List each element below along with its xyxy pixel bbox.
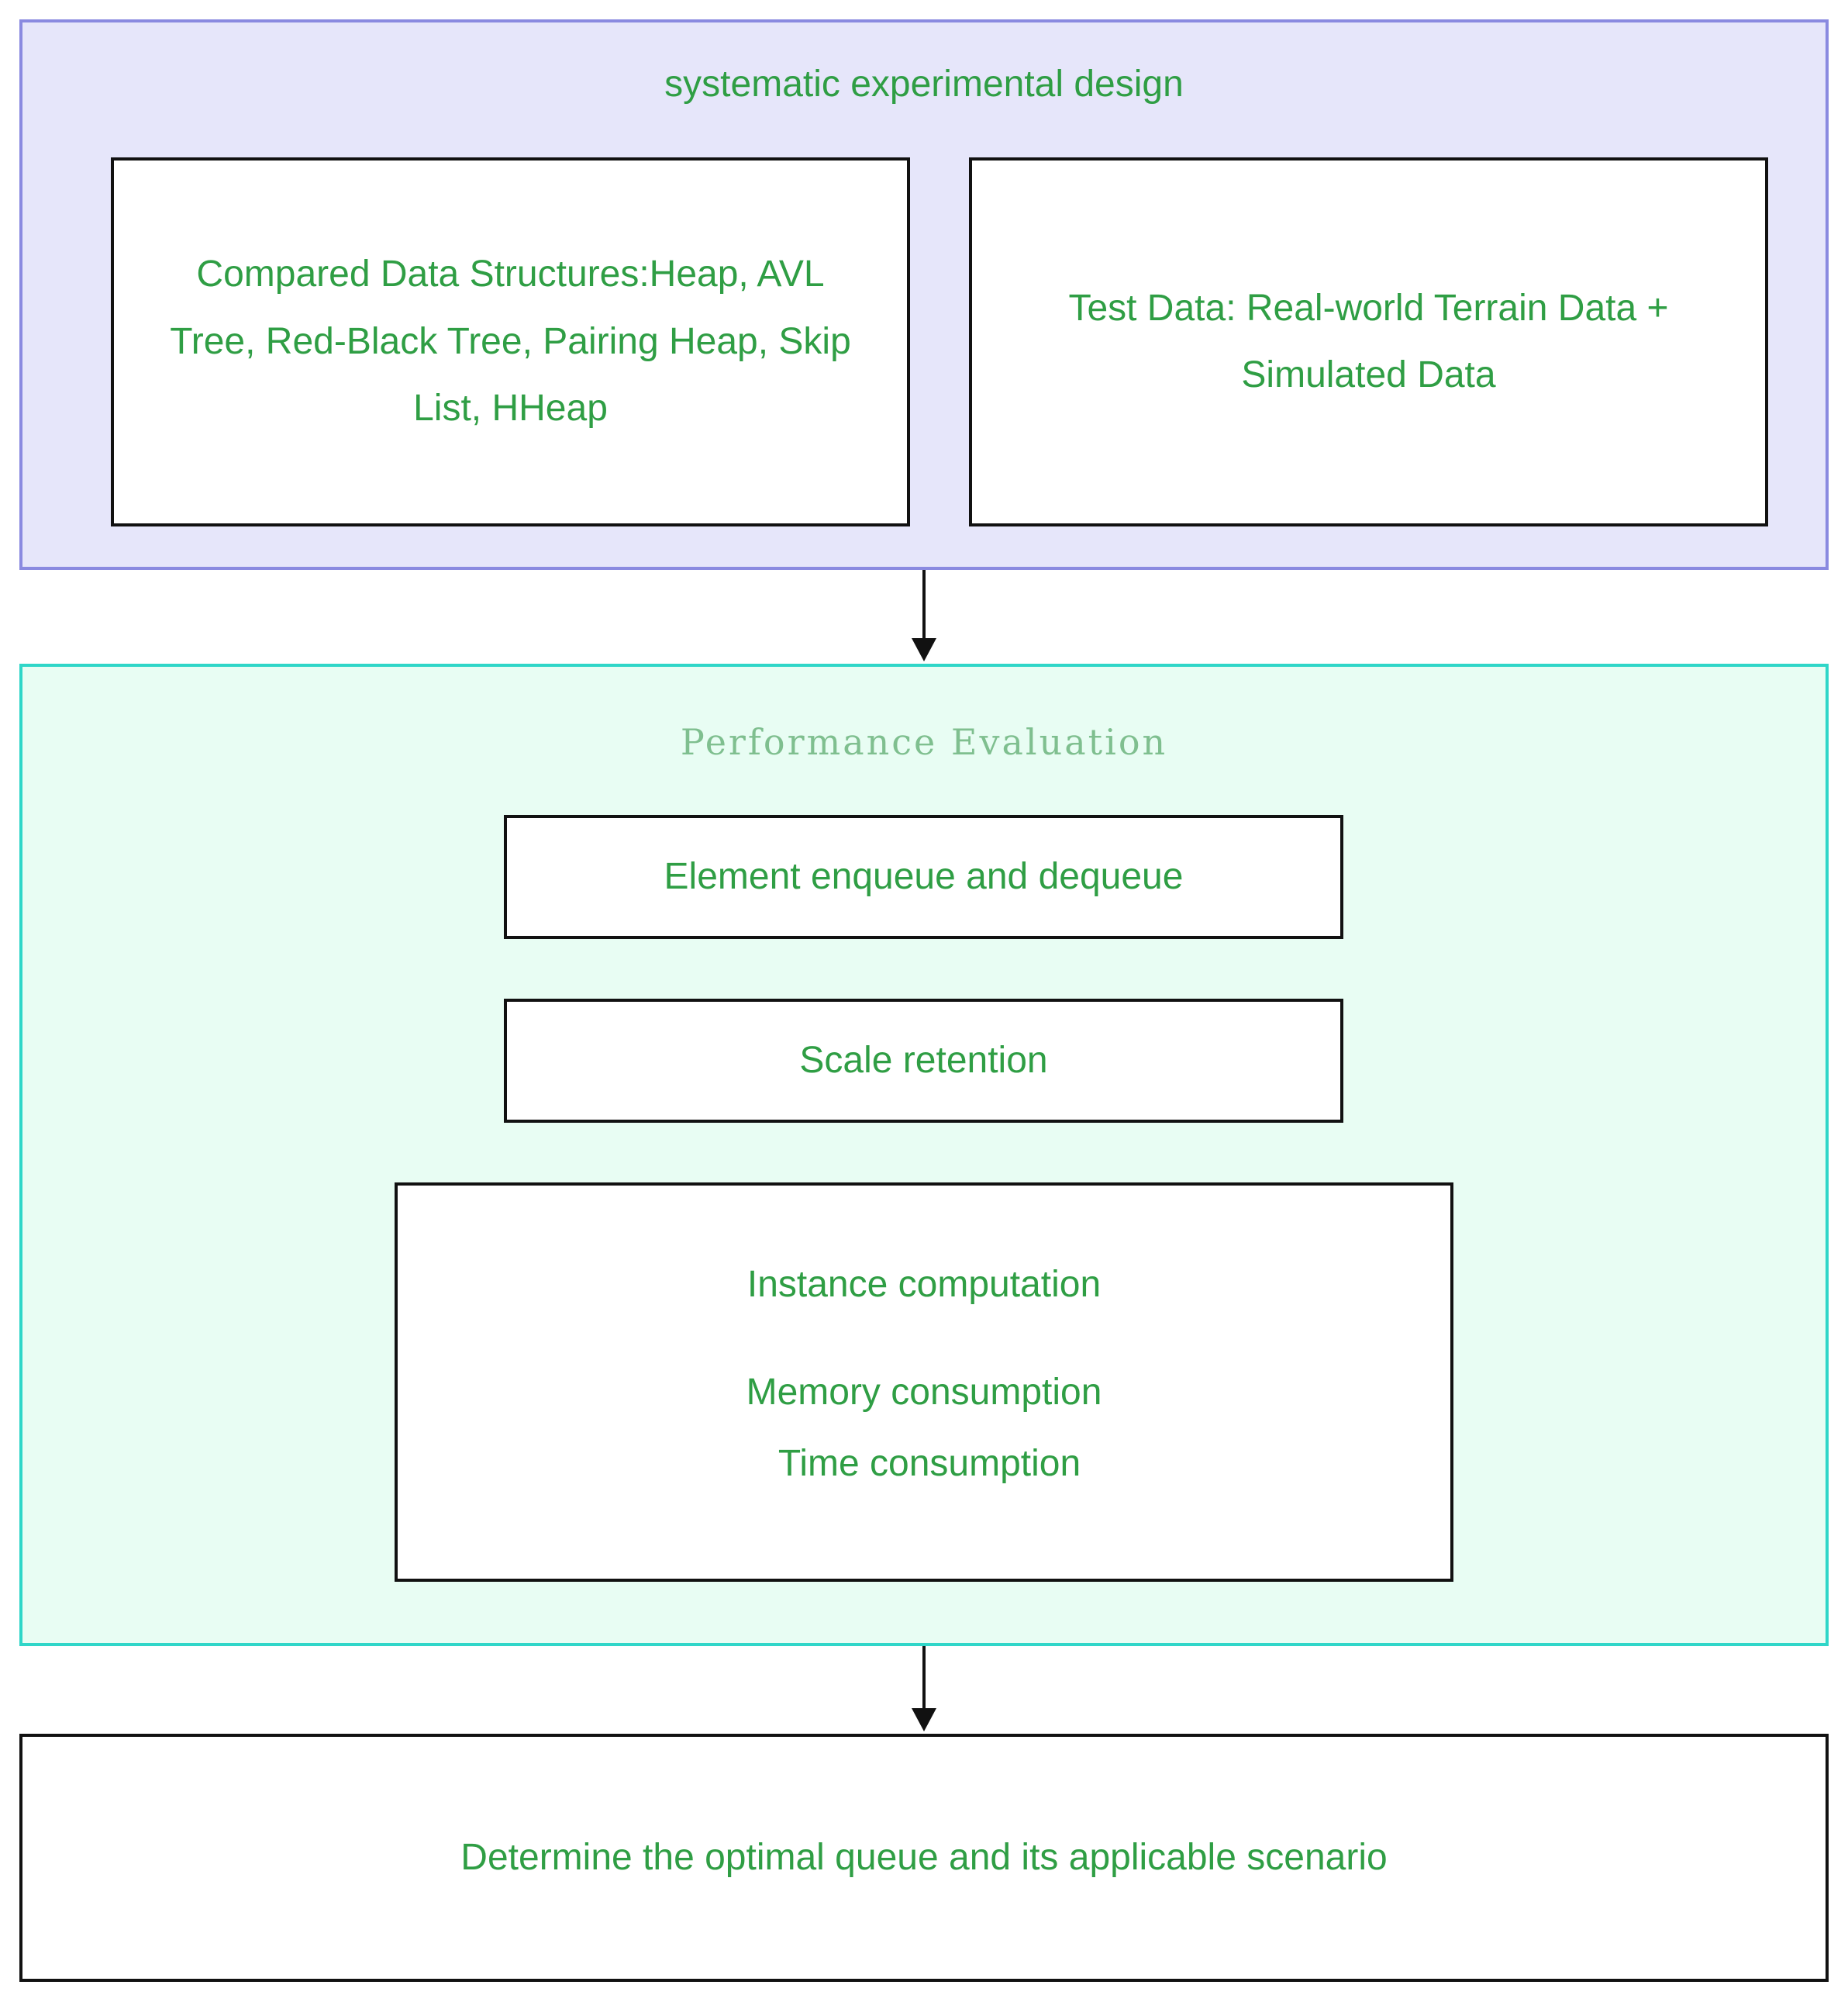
test-data-text: Test Data: Real-world Terrain Data + Sim… <box>1068 287 1669 395</box>
compared-structures-box: Compared Data Structures:Heap, AVL Tree,… <box>111 157 910 526</box>
test-data-box: Test Data: Real-world Terrain Data + Sim… <box>969 157 1768 526</box>
instance-computation-heading: Instance computation <box>746 1264 1102 1305</box>
optimal-queue-box: Determine the optimal queue and its appl… <box>19 1734 1829 1982</box>
instance-computation-box: Instance computation Memory consumption … <box>395 1182 1453 1582</box>
arrow-evaluation-to-result <box>912 1646 936 1731</box>
scale-retention-text: Scale retention <box>799 1039 1048 1081</box>
performance-evaluation-title: Performance Evaluation <box>680 721 1168 763</box>
optimal-queue-text: Determine the optimal queue and its appl… <box>460 1836 1388 1878</box>
memory-consumption-text: Memory consumption <box>746 1372 1102 1414</box>
experimental-design-title: systematic experimental design <box>664 64 1184 105</box>
compared-structures-text: Compared Data Structures:Heap, AVL Tree,… <box>170 254 851 430</box>
enqueue-dequeue-text: Element enqueue and dequeue <box>664 855 1184 897</box>
scale-retention-box: Scale retention <box>504 999 1343 1123</box>
arrow-design-to-evaluation <box>912 570 936 661</box>
enqueue-dequeue-box: Element enqueue and dequeue <box>504 815 1343 939</box>
time-consumption-text: Time consumption <box>777 1442 1081 1484</box>
